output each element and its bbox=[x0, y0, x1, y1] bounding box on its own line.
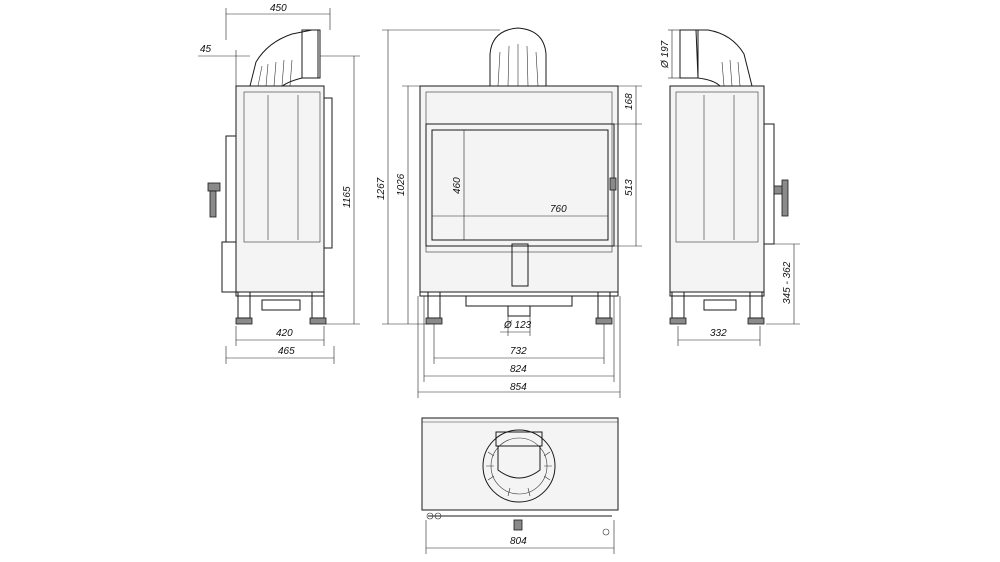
dim-base-depth: 332 bbox=[710, 328, 727, 339]
r-handle-grip bbox=[781, 179, 789, 217]
side-base-plate bbox=[235, 291, 325, 297]
front-dimensions: 1267 1026 460 760 168 513 Ø 123 732 824 … bbox=[376, 29, 642, 398]
dim-top-width: 450 bbox=[270, 3, 287, 14]
front-body bbox=[419, 85, 619, 293]
dim-offset: 45 bbox=[200, 44, 212, 55]
r-side-panel bbox=[675, 91, 759, 243]
top-air-control bbox=[513, 519, 523, 531]
dim-r-flue-diameter: Ø 197 bbox=[660, 40, 671, 69]
r-flue-ribs bbox=[721, 59, 741, 87]
dim-glass-width: 760 bbox=[550, 204, 567, 215]
r-flue-collar bbox=[679, 29, 699, 79]
flue-ribs bbox=[257, 59, 293, 87]
r-flue-elbow bbox=[695, 29, 753, 87]
front-air-control bbox=[511, 243, 529, 287]
top-flue-collar bbox=[495, 431, 543, 447]
dim-depth: 465 bbox=[278, 346, 295, 357]
top-view bbox=[421, 417, 619, 536]
side-door-frame bbox=[225, 135, 237, 243]
side-air-inlet bbox=[261, 299, 301, 311]
side-foot-front bbox=[235, 317, 253, 325]
top-flue-throat bbox=[497, 446, 541, 479]
dim-base-feet: 420 bbox=[276, 328, 293, 339]
side-ash-door bbox=[221, 241, 237, 293]
r-base-plate bbox=[669, 291, 765, 297]
top-body bbox=[421, 417, 619, 511]
dim-width-total: 854 bbox=[510, 382, 527, 393]
side-rear-plate bbox=[323, 97, 333, 249]
dim-width-body: 824 bbox=[510, 364, 527, 375]
glass-panel bbox=[431, 129, 609, 241]
r-side-body bbox=[669, 85, 765, 293]
side-panel bbox=[243, 91, 321, 243]
dim-height-body: 1026 bbox=[396, 173, 407, 196]
dim-glass-height: 460 bbox=[452, 177, 463, 194]
front-foot-left bbox=[425, 317, 443, 325]
door-handle-arm bbox=[207, 182, 221, 192]
top-flue-ribs bbox=[486, 451, 552, 497]
top-dimensions: 804 bbox=[425, 520, 615, 554]
side-body bbox=[235, 85, 325, 293]
front-flue-dome bbox=[489, 27, 547, 87]
front-view bbox=[419, 27, 619, 325]
flue-elbow bbox=[249, 29, 319, 89]
front-base bbox=[419, 291, 619, 297]
front-air-inlet bbox=[507, 305, 531, 317]
front-flue-ribs bbox=[497, 44, 539, 87]
side-foot-rear bbox=[309, 317, 327, 325]
front-foot-right bbox=[595, 317, 613, 325]
dim-top-width-view: 804 bbox=[510, 536, 527, 547]
dim-width-feet: 732 bbox=[510, 346, 527, 357]
side-view-left bbox=[207, 29, 333, 325]
dim-height-flue: 1165 bbox=[342, 186, 353, 208]
r-foot-front bbox=[747, 317, 765, 325]
side-left-dimensions: 450 45 1165 420 465 bbox=[198, 3, 360, 364]
r-door-frame bbox=[763, 123, 775, 245]
dim-leg-range: 345 - 362 bbox=[782, 261, 793, 304]
dim-top-margin: 168 bbox=[624, 93, 635, 110]
side-view-right bbox=[669, 29, 789, 325]
dim-opening-height: 513 bbox=[624, 179, 635, 196]
front-air-duct bbox=[465, 295, 573, 307]
door-handle-grip bbox=[209, 190, 217, 218]
side-right-dimensions: Ø 197 345 - 362 332 bbox=[660, 29, 800, 346]
front-handle bbox=[609, 177, 617, 191]
flue-collar bbox=[301, 29, 321, 79]
r-air-inlet bbox=[703, 299, 737, 311]
dim-flue-diameter: Ø 123 bbox=[503, 320, 532, 331]
r-foot-rear bbox=[669, 317, 687, 325]
top-flue-ring bbox=[482, 429, 556, 503]
dim-height-total: 1267 bbox=[376, 177, 387, 200]
